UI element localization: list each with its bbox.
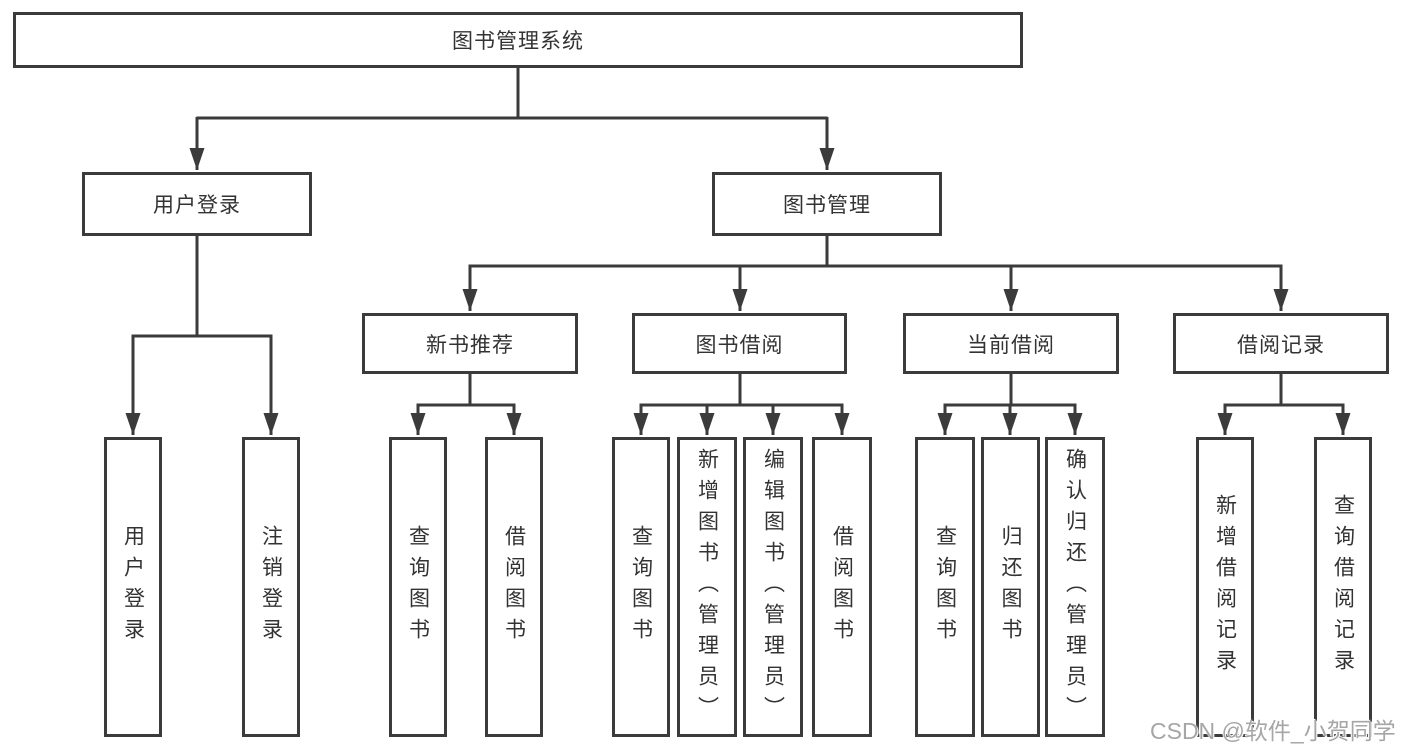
node-borrow-books-leaf: 借阅图书 (812, 437, 872, 737)
edges-borrow-records-to-leaves (1217, 374, 1351, 435)
node-user-login-leaf: 用户登录 (104, 437, 162, 737)
node-edit-book-admin-label: 编辑图书（管理员） (761, 447, 785, 727)
edges-root-to-level2 (189, 68, 835, 170)
node-book-borrow: 图书借阅 (632, 313, 847, 374)
edges-current-borrow-to-leaves (937, 374, 1083, 435)
edges-user-login-to-leaves (125, 236, 279, 435)
node-book-management-branch-label: 图书管理 (783, 194, 871, 217)
node-user-login-branch-label: 用户登录 (153, 194, 241, 217)
node-add-book-admin-label: 新增图书（管理员） (695, 447, 719, 727)
node-new-book-recommend-label: 新书推荐 (426, 333, 514, 357)
node-borrow-records: 借阅记录 (1173, 313, 1389, 374)
node-add-book-admin: 新增图书（管理员） (677, 437, 737, 737)
node-user-login-branch: 用户登录 (82, 172, 312, 236)
node-system-root-label: 图书管理系统 (452, 30, 584, 53)
edges-new-book-to-leaves (410, 374, 522, 435)
node-return-books-label: 归还图书 (999, 525, 1022, 649)
node-borrow-books-recommend-label: 借阅图书 (502, 525, 526, 649)
node-borrow-books-recommend: 借阅图书 (485, 437, 543, 737)
node-return-books: 归还图书 (981, 437, 1040, 737)
node-confirm-return-admin-label: 确认归还（管理员） (1063, 447, 1087, 727)
node-query-borrow-record-label: 查询借阅记录 (1331, 494, 1355, 680)
node-query-books-borrow: 查询图书 (612, 437, 670, 737)
node-system-root: 图书管理系统 (13, 12, 1023, 68)
node-query-books-recommend: 查询图书 (389, 437, 447, 737)
node-query-books-recommend-label: 查询图书 (406, 525, 430, 649)
node-borrow-books-leaf-label: 借阅图书 (830, 525, 854, 649)
node-user-login-leaf-label: 用户登录 (121, 525, 145, 649)
node-query-books-current-label: 查询图书 (933, 525, 957, 649)
node-query-borrow-record: 查询借阅记录 (1314, 437, 1372, 737)
node-query-books-borrow-label: 查询图书 (629, 525, 653, 649)
node-logout-leaf-label: 注销登录 (259, 525, 283, 649)
node-query-books-current: 查询图书 (915, 437, 975, 737)
csdn-watermark: CSDN @软件_小贺同学 (1150, 718, 1396, 744)
edges-book-borrow-to-leaves (633, 374, 850, 435)
node-borrow-records-label: 借阅记录 (1237, 333, 1325, 357)
edges-book-mgmt-to-level3 (462, 236, 1289, 311)
node-book-borrow-label: 图书借阅 (695, 333, 784, 357)
node-add-borrow-record: 新增借阅记录 (1196, 437, 1254, 737)
node-confirm-return-admin: 确认归还（管理员） (1045, 437, 1105, 737)
node-add-borrow-record-label: 新增借阅记录 (1213, 494, 1237, 680)
node-book-management-branch: 图书管理 (712, 172, 942, 236)
node-current-borrow: 当前借阅 (903, 313, 1119, 374)
node-logout-leaf: 注销登录 (242, 437, 300, 737)
node-current-borrow-label: 当前借阅 (967, 333, 1055, 357)
node-edit-book-admin: 编辑图书（管理员） (743, 437, 803, 737)
node-new-book-recommend: 新书推荐 (362, 313, 578, 374)
